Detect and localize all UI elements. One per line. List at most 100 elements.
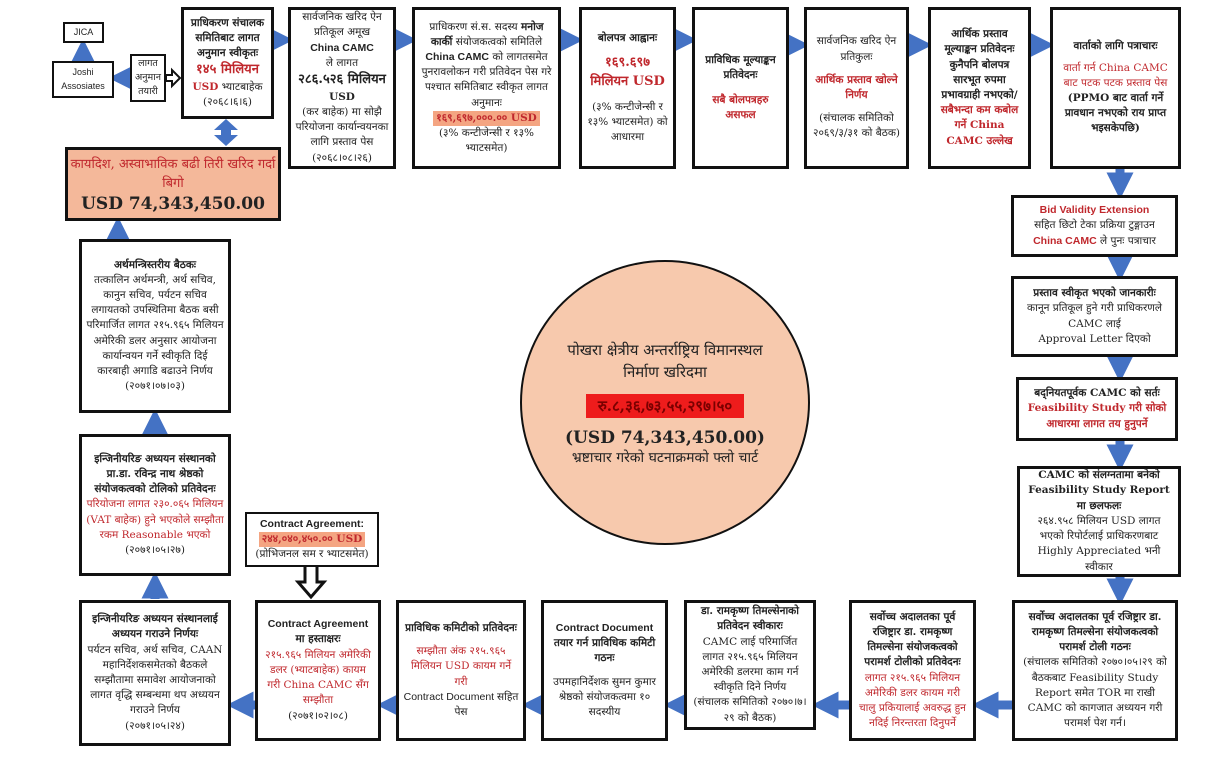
arrow-double-head xyxy=(214,119,238,146)
text: ले लागत xyxy=(325,56,359,69)
result: सबै बोलपत्रहरु असफल xyxy=(712,94,769,122)
note: (प्रोभिजनल सम र भ्याटसमेत) xyxy=(255,548,369,561)
box-approval-letter: प्रस्ताव स्वीकृत भएको जानकारीः कानून प्र… xyxy=(1011,276,1178,357)
date: (२०७१।०५।२७) xyxy=(125,544,185,557)
loss-amount: USD 74,343,450.00 xyxy=(81,193,265,214)
box-camc-condition: बद्नियतपूर्वक CAMC को सर्तः Feasibility … xyxy=(1016,377,1178,441)
amount: २८६.५२६ मिलियन xyxy=(298,71,386,87)
company: China CAMC xyxy=(310,41,374,54)
estimate-prep-box: लागत अनुमान तयारी xyxy=(130,54,166,102)
heading: प्राविधिक कमिटीको प्रतिवेदनः xyxy=(405,621,517,634)
text: कुनैपनि बोलपत्र सारभूत रुपमा प्रभावग्राह… xyxy=(941,58,1018,101)
title: पोखरा क्षेत्रीय अन्तर्राष्ट्रिय विमानस्थ… xyxy=(567,340,763,382)
highlight: Feasibility Study गरी सोको आधारमा लागत त… xyxy=(1027,402,1167,430)
text: सार्वजनिक खरिद ऐन प्रतिकूल अमूख xyxy=(302,11,382,39)
highlight: सम्झौता अंक २१५.९६५ मिलियन USD कायम गर्न… xyxy=(410,645,512,688)
date: (२०७१।०७।०३) xyxy=(125,380,185,393)
box-bid-validity: Bid Validity Extension सहित छिटो टेका प्… xyxy=(1011,195,1178,257)
loss-label: कायदिश, अस्वाभाविक बढी तिरी खरिद गर्दा ब… xyxy=(70,156,276,192)
title-circle: पोखरा क्षेत्रीय अन्तर्राष्ट्रिय विमानस्थ… xyxy=(520,260,810,545)
heading: बोलपत्र आह्वानः xyxy=(597,31,658,44)
outline-arrow-down xyxy=(294,567,328,600)
box-contract-amount: Contract Agreement: २४४,०४०,४५०.०० USD (… xyxy=(245,512,379,567)
heading: Bid Validity Extension xyxy=(1039,204,1150,217)
box-cost-approval: प्राधिकरण संचालक समितिबाट लागत अनुमान स्… xyxy=(181,7,274,119)
box-negotiation: वार्ताको लागि पत्राचारः वार्ता गर्न Chin… xyxy=(1050,7,1181,169)
box-financial-evaluation: आर्थिक प्रस्ताव मूल्याङ्कन प्रतिवेदनः कु… xyxy=(928,7,1031,169)
text: को लागतसमेत पुनरावलोकन गरी प्रतिवेदन पेस… xyxy=(421,50,552,109)
heading: Contract Agreement xyxy=(267,618,369,631)
text: (कर बाहेक) मा सोझै परियोजना कार्यान्वयनक… xyxy=(295,106,389,149)
highlight: परियोजना लागत २३०.०६५ मिलियन (VAT बाहेक)… xyxy=(86,498,224,541)
person: मनोज कार्की xyxy=(430,20,544,48)
text: ले पुनः पत्राचार xyxy=(1100,234,1156,247)
usd-amount: (USD 74,343,450.00) xyxy=(565,427,765,448)
text: सहित छिटो टेका प्रक्रिया टुङ्गाउन xyxy=(1034,219,1155,232)
estimate-prep-label: लागत अनुमान तयारी xyxy=(135,58,161,97)
company: China CAMC xyxy=(1033,234,1097,247)
highlight: वार्ता गर्न China CAMC बाट पटक पटक प्रस्… xyxy=(1063,61,1168,89)
box-report-accepted: डा. रामकृष्ण तिमल्सेनाको प्रतिवेदन स्वीक… xyxy=(684,600,816,730)
jica-label: JICA xyxy=(73,26,94,37)
text: Approval Letter दिएको xyxy=(1038,332,1151,345)
heading: सार्वजनिक खरिद ऐन प्रतिकुलः xyxy=(816,35,897,63)
date: (२०६८।०८।२६) xyxy=(312,151,372,164)
text: प्राधिकरण सं.स. सदस्य xyxy=(429,20,518,33)
outline-arrow-right xyxy=(165,67,182,89)
currency: USD xyxy=(192,81,219,94)
highlight: सबैभन्दा कम कबोल गर्ने China CAMC उल्लेख xyxy=(940,104,1019,147)
box-advisory-team: सर्वोच्च अदालतका पूर्व रजिष्ट्रार डा. रा… xyxy=(1012,600,1178,741)
text: (संचालक समितिको २०७०।०५।२९ को बैठकबाट Fe… xyxy=(1023,656,1167,730)
box-camc-proposal: सार्वजनिक खरिद ऐन प्रतिकूल अमूख China CA… xyxy=(288,7,396,169)
box-technical-committee: Contract Document तयार गर्न प्राविधिक कम… xyxy=(541,600,668,741)
company: China CAMC xyxy=(425,50,490,63)
text: Contract Document सहित पेस xyxy=(403,690,519,718)
heading: सर्वोच्च अदालतका पूर्व रजिष्ट्रार डा. रा… xyxy=(1028,610,1162,654)
note: (संचालक समितिको २०६९/३/३१ को बैठक) xyxy=(812,112,900,140)
currency: USD xyxy=(329,90,355,103)
note: भ्याटबाहेक xyxy=(221,81,263,94)
date: (२०७१।०२।०८) xyxy=(288,709,348,722)
heading: आर्थिक प्रस्ताव मूल्याङ्कन प्रतिवेदनः xyxy=(944,28,1015,56)
heading: इन्जिनीयरिङ अध्ययन संस्थानको प्रा.डा. रव… xyxy=(94,452,216,496)
heading: अर्थमन्त्रिस्तरीय बैठकः xyxy=(113,258,197,271)
amount: १६९,६९७,०००.०० USD xyxy=(433,110,540,127)
joshi-label: Joshi Assosiates xyxy=(61,67,105,91)
text: उपमहानिर्देशक सुमन कुमार श्रेष्ठको संयोज… xyxy=(553,675,656,718)
heading: Contract Document xyxy=(555,621,654,634)
heading: प्राधिकरण संचालक समितिबाट लागत अनुमान स्… xyxy=(190,16,265,59)
box-advisory-report: सर्वोच्च अदालतका पूर्व रजिष्ट्रार डा. रा… xyxy=(849,600,976,741)
heading: प्राविधिक मूल्याङ्कन प्रतिवेदनः xyxy=(705,53,776,81)
amount: २४४,०४०,४५०.०० USD xyxy=(258,531,366,548)
text: CAMC लाई परिमार्जित लागत २१५.९६५ मिलियन … xyxy=(701,635,799,694)
box-ioe-decision: इन्जिनीयरिङ अध्ययन संस्थानलाई अध्ययन गरा… xyxy=(79,600,231,746)
joshi-box: Joshi Assosiates xyxy=(52,61,114,98)
amount: १४५ मिलियन xyxy=(196,62,259,78)
amount: १६९.६९७ मिलियन USD xyxy=(590,54,665,89)
heading: Contract Agreement: xyxy=(259,517,365,530)
date: (संचालक समितिको २०७०।७।२९ को बैठक) xyxy=(693,696,807,724)
box-bid-call: बोलपत्र आह्वानः १६९.६९७ मिलियन USD (३% क… xyxy=(579,7,676,169)
heading: CAMC को संलग्नतामा बनेको Feasibility Stu… xyxy=(1028,469,1170,512)
text: २६४.९५८ मिलियन USD लागत भएको रिपोर्टलाई … xyxy=(1037,514,1161,573)
decision: आर्थिक प्रस्ताव खोल्ने निर्णय xyxy=(815,73,898,101)
text: कानून प्रतिकूल हुने गरी प्राधिकरणले CAMC… xyxy=(1027,302,1162,330)
box-committee-review: प्राधिकरण सं.स. सदस्य मनोज कार्की संयोजक… xyxy=(412,7,561,169)
text: पर्यटन सचिव, अर्थ सचिव, CAAN महानिर्देशक… xyxy=(87,643,223,717)
highlight: लागत २१५.९६५ मिलियन अमेरिकी डलर कायम गरी… xyxy=(858,671,966,730)
date: (२०६८।६।६) xyxy=(203,96,252,109)
jica-box: JICA xyxy=(63,22,104,43)
loss-box: कायदिश, अस्वाभाविक बढी तिरी खरिद गर्दा ब… xyxy=(65,147,281,221)
note: (PPMO बाट वार्ता गर्ने प्रावधान नभएको रा… xyxy=(1064,92,1167,135)
box-technical-evaluation: प्राविधिक मूल्याङ्कन प्रतिवेदनः सबै बोलप… xyxy=(692,7,789,169)
text: तत्कालिन अर्थमन्त्री, अर्थ सचिव, कानुन स… xyxy=(86,273,224,378)
subtitle: भ्रष्टाचार गरेको घटनाक्रमको फ्लो चार्ट xyxy=(571,449,759,466)
box-contract-signing: Contract Agreement मा हस्ताक्षरः २१५.९६५… xyxy=(255,600,381,741)
highlight: २१५.९६५ मिलियन अमेरिकी डलर (भ्याटबाहेक) … xyxy=(265,648,371,707)
heading: तयार गर्न प्राविधिक कमिटी गठनः xyxy=(553,637,656,665)
heading: मा हस्ताक्षरः xyxy=(295,633,341,646)
date: (२०७१।०५।२४) xyxy=(125,719,185,732)
note: (३% कन्टीजेन्सी र १३% भ्याटसमेत) xyxy=(438,127,535,155)
